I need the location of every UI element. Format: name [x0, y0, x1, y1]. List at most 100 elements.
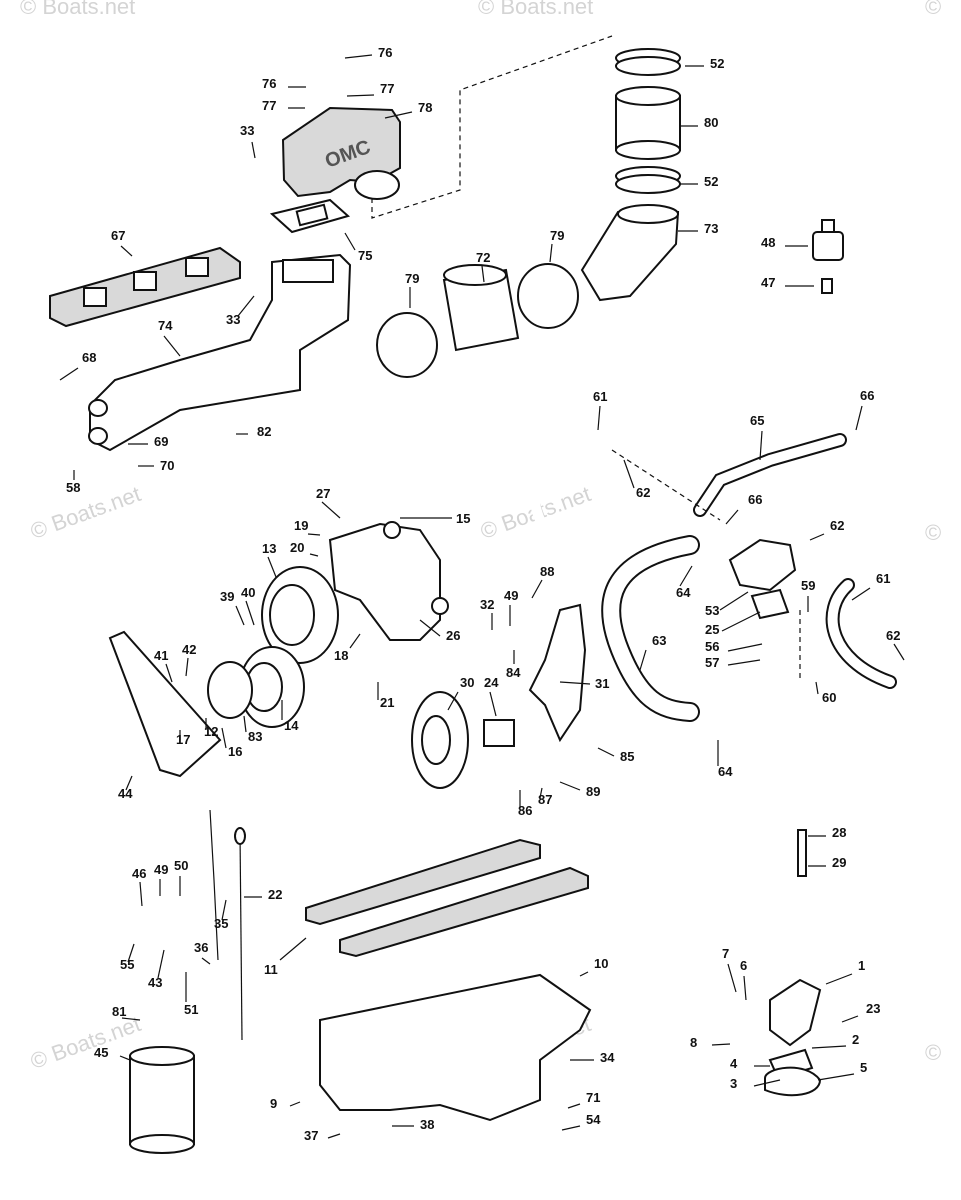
part-callout-75: 75	[358, 248, 372, 263]
part-callout-33: 33	[226, 312, 240, 327]
exhaust-manifold	[88, 253, 352, 452]
part-callout-12: 12	[204, 724, 218, 739]
part-callout-57: 57	[705, 655, 719, 670]
leader-line	[753, 1079, 781, 1087]
part-callout-7: 7	[722, 946, 729, 961]
leader-line	[307, 533, 321, 536]
part-callout-20: 20	[290, 540, 304, 555]
part-callout-10: 10	[594, 956, 608, 971]
leader-line	[243, 715, 247, 733]
exhaust-bellows	[615, 86, 681, 160]
leader-line	[727, 643, 763, 652]
leader-line	[251, 141, 256, 159]
part-callout-66: 66	[860, 388, 874, 403]
part-callout-89: 89	[586, 784, 600, 799]
hose-clamp-right	[517, 263, 579, 329]
part-callout-60: 60	[822, 690, 836, 705]
part-callout-82: 82	[257, 424, 271, 439]
water-pump-housing	[328, 521, 449, 641]
part-callout-78: 78	[418, 100, 432, 115]
leader-line	[221, 727, 227, 749]
watermark: © Boats.net	[478, 0, 594, 19]
part-callout-2: 2	[852, 1032, 859, 1047]
part-callout-47: 47	[761, 275, 775, 290]
leader-line	[811, 1045, 847, 1049]
part-callout-25: 25	[705, 622, 719, 637]
leader-line	[267, 556, 277, 578]
part-callout-84: 84	[506, 665, 521, 680]
hose-clamp-left	[376, 312, 438, 378]
part-callout-38: 38	[420, 1117, 434, 1132]
part-callout-51: 51	[184, 1002, 198, 1017]
part-callout-88: 88	[540, 564, 554, 579]
leader-line	[809, 533, 825, 541]
part-callout-65: 65	[750, 413, 764, 428]
idler-pulley	[411, 691, 515, 789]
leader-line	[447, 691, 459, 711]
leader-line	[245, 600, 255, 626]
dipstick	[209, 809, 246, 1041]
part-callout-87: 87	[538, 792, 552, 807]
part-callout-42: 42	[182, 642, 196, 657]
leader-line	[201, 957, 211, 965]
leader-line	[721, 611, 761, 632]
oil-filter	[129, 1046, 195, 1154]
leader-line	[893, 643, 905, 661]
part-callout-62: 62	[636, 485, 650, 500]
part-callout-37: 37	[304, 1128, 318, 1143]
part-callout-52: 52	[710, 56, 724, 71]
part-callout-49: 49	[504, 588, 518, 603]
part-callout-76: 76	[378, 45, 392, 60]
part-callout-4: 4	[730, 1056, 738, 1071]
part-callout-59: 59	[801, 578, 815, 593]
leader-line	[235, 605, 245, 626]
part-callout-15: 15	[456, 511, 470, 526]
leader-line	[549, 243, 553, 263]
part-callout-27: 27	[316, 486, 330, 501]
part-callout-52: 52	[704, 174, 718, 189]
part-callout-53: 53	[705, 603, 719, 618]
part-callout-64: 64	[676, 585, 691, 600]
part-callout-62: 62	[886, 628, 900, 643]
leader-line	[579, 971, 589, 977]
leader-line	[531, 579, 543, 599]
part-callout-48: 48	[761, 235, 775, 250]
leader-line	[327, 1133, 341, 1139]
part-callout-66: 66	[748, 492, 762, 507]
leader-line	[559, 781, 581, 791]
leader-line	[759, 430, 763, 461]
manifold-gasket	[49, 246, 241, 328]
part-callout-46: 46	[132, 866, 146, 881]
part-callout-77: 77	[380, 81, 394, 96]
part-callout-54: 54	[586, 1112, 601, 1127]
leader-line	[567, 1103, 581, 1109]
part-callout-8: 8	[690, 1035, 697, 1050]
drive-belt	[108, 630, 222, 778]
part-callout-81: 81	[112, 1004, 126, 1019]
leader-line	[344, 54, 373, 59]
temperature-sender	[812, 219, 844, 294]
part-callout-16: 16	[228, 744, 242, 759]
alternator-bracket	[528, 603, 587, 743]
exhaust-hose-sleeve	[442, 264, 520, 352]
part-callout-45: 45	[94, 1045, 108, 1060]
leader-line	[165, 663, 173, 683]
crankshaft-pulley	[207, 646, 305, 728]
leader-line	[221, 899, 227, 921]
leader-line	[727, 659, 761, 666]
part-callout-64: 64	[718, 764, 733, 779]
part-callout-77: 77	[262, 98, 276, 113]
leader-line	[639, 649, 647, 671]
vent-hose	[693, 433, 847, 517]
leader-line	[344, 232, 356, 251]
part-callout-63: 63	[652, 633, 666, 648]
part-callout-76: 76	[262, 76, 276, 91]
bypass-hose-left	[528, 427, 635, 547]
leader-line	[384, 111, 413, 119]
leader-line	[157, 949, 165, 979]
part-callout-70: 70	[160, 458, 174, 473]
bypass-hose-right	[825, 578, 897, 689]
oil-pump	[764, 829, 822, 1097]
